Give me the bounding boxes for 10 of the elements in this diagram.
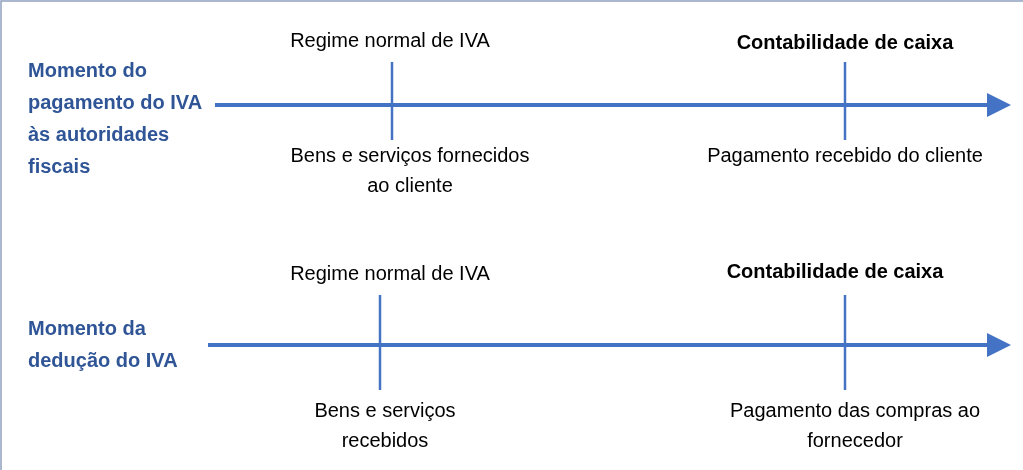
row-heading: Momento do pagamento do IVA às autoridades fiscais	[28, 58, 203, 179]
milestone-label: Contabilidade de caixa	[725, 259, 945, 284]
event-description: Pagamento recebido do cliente	[706, 143, 984, 168]
event-description: Bens e serviços fornecidos ao cliente	[289, 143, 531, 198]
milestone-label: Contabilidade de caixa	[735, 30, 955, 55]
milestone-label: Regime normal de IVA	[289, 261, 491, 286]
milestone-label: Regime normal de IVA	[289, 28, 491, 53]
event-description: Pagamento das compras ao fornecedor	[728, 398, 982, 453]
row-heading: Momento da dedução do IVA	[28, 316, 179, 373]
event-description: Bens e serviços recebidos	[313, 398, 457, 453]
